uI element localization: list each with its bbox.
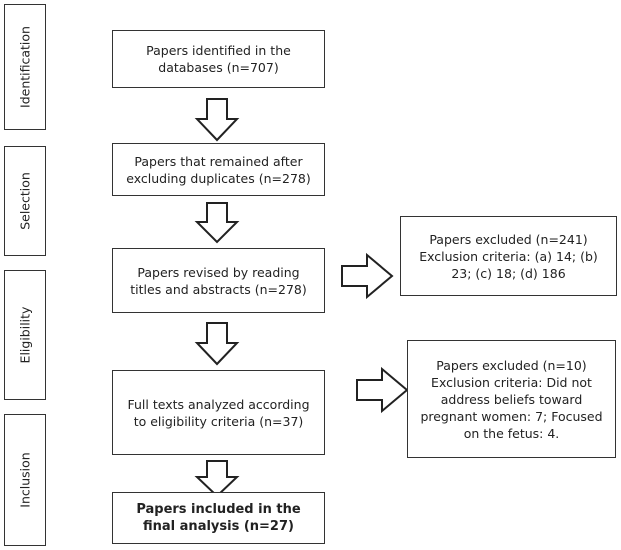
stage-eligibility: Eligibility <box>4 270 46 400</box>
right-arrow-1 <box>341 252 394 300</box>
box-papers-excluded-second: Papers excluded (n=10) Exclusion criteri… <box>407 340 616 458</box>
stage-label-inclusion: Inclusion <box>17 452 33 508</box>
box-full-texts-analyzed: Full texts analyzed according to eligibi… <box>112 370 325 455</box>
right-arrow-2 <box>356 366 409 414</box>
stage-inclusion: Inclusion <box>4 414 46 546</box>
stage-label-selection: Selection <box>17 172 33 230</box>
down-arrow-2 <box>194 202 240 244</box>
box-papers-remained: Papers that remained after excluding dup… <box>112 143 325 196</box>
stage-selection: Selection <box>4 146 46 256</box>
box-papers-included: Papers included in the final analysis (n… <box>112 492 325 544</box>
down-arrow-3 <box>194 322 240 366</box>
box-papers-excluded-first: Papers excluded (n=241) Exclusion criter… <box>400 216 617 296</box>
box-papers-identified: Papers identified in the databases (n=70… <box>112 30 325 88</box>
down-arrow-4 <box>194 460 240 498</box>
stage-label-eligibility: Eligibility <box>17 306 33 364</box>
box-papers-revised: Papers revised by reading titles and abs… <box>112 248 325 313</box>
stage-identification: Identification <box>4 4 46 130</box>
down-arrow-1 <box>194 98 240 142</box>
stage-label-identification: Identification <box>17 26 33 108</box>
